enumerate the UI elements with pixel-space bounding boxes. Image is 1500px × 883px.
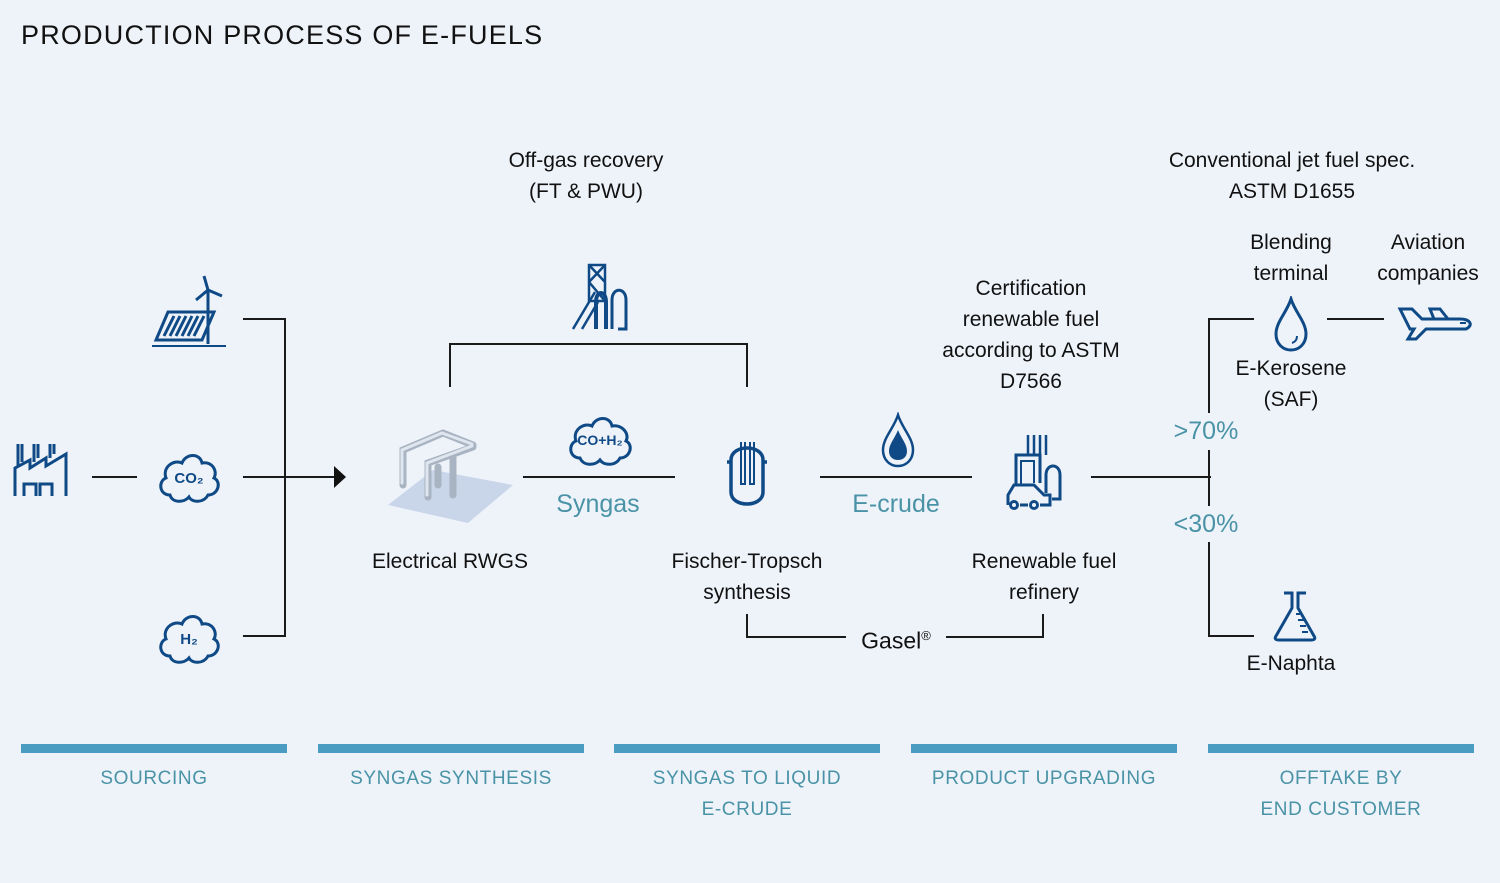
certification-line4: D7566: [1000, 370, 1062, 393]
flask-icon: [1272, 590, 1318, 642]
ft-line1: Fischer-Tropsch: [671, 550, 823, 573]
ft-reactor-icon: [725, 438, 769, 514]
phase-bar-syngas-to-liquid: [614, 744, 880, 753]
split-mid-vertical: [1208, 450, 1210, 506]
certification-line3: according to ASTM: [942, 339, 1120, 362]
connector-blending-aviation: [1327, 318, 1384, 320]
split-low-label: <30%: [1173, 510, 1239, 538]
split-bottom-vertical: [1208, 542, 1210, 637]
offgas-recovery-icon: [570, 262, 630, 332]
certification-line1: Certification: [975, 277, 1087, 300]
syngas-cloud-label: CO+H₂: [577, 432, 623, 448]
phase-bar-offtake: [1208, 744, 1474, 753]
factory-icon: [12, 440, 70, 498]
refinery-line1: Renewable fuel: [971, 550, 1117, 573]
split-bottom-h: [1208, 635, 1254, 637]
phase-label-line2: E-CRUDE: [701, 799, 793, 820]
connector-sourcing-vertical: [284, 318, 286, 637]
connector-co2: [243, 476, 338, 478]
connector-refinery-split: [1091, 476, 1211, 478]
gasel-bracket-left: [746, 614, 748, 638]
phase-bar-product-upgrading: [911, 744, 1177, 753]
h2-cloud-icon: H₂: [156, 610, 222, 666]
refinery-line2: refinery: [1008, 581, 1080, 604]
certification-line2: renewable fuel: [962, 308, 1100, 331]
gasel-bracket-right: [1042, 614, 1044, 638]
ft-label: Fischer-Tropsch synthesis: [627, 546, 867, 608]
gasel-label: Gasel®: [846, 620, 946, 657]
offgas-bracket-left: [449, 343, 451, 387]
phase-bar-syngas-synthesis: [318, 744, 584, 753]
syngas-cloud-icon: CO+H₂: [566, 412, 634, 468]
blending-label: Blending terminal: [1231, 227, 1351, 289]
split-top-vertical: [1208, 318, 1210, 413]
connector-syngas: [523, 476, 675, 478]
offgas-bracket-top: [449, 343, 748, 345]
kerosene-line2: (SAF): [1263, 388, 1319, 411]
phase-label-offtake: OFFTAKE BY END CUSTOMER: [1208, 763, 1474, 825]
gasel-bracket-right-h: [946, 636, 1044, 638]
phase-label-line1: OFFTAKE BY: [1279, 768, 1403, 789]
connector-energy: [243, 318, 286, 320]
phase-label-syngas-to-liquid: SYNGAS TO LIQUID E-CRUDE: [614, 763, 880, 825]
certification-label: Certification renewable fuel according t…: [911, 273, 1151, 397]
phase-label-syngas-synthesis: SYNGAS SYNTHESIS: [318, 763, 584, 794]
gasel-registered-mark: ®: [921, 628, 931, 643]
gasel-bracket-left-h: [746, 636, 846, 638]
refinery-icon: [1004, 433, 1064, 513]
jet-spec-line2: ASTM D1655: [1228, 180, 1356, 203]
aviation-label: Aviation companies: [1358, 227, 1498, 289]
jet-spec-label: Conventional jet fuel spec. ASTM D1655: [1132, 145, 1452, 207]
electrical-rwgs-image: [378, 425, 518, 525]
arrow-head-icon: [334, 466, 346, 488]
offgas-line2: (FT & PWU): [529, 180, 643, 203]
offgas-line1: Off-gas recovery: [508, 149, 664, 172]
ecrude-drop-icon: [880, 412, 916, 468]
page-title: PRODUCTION PROCESS OF E-FUELS: [21, 20, 544, 50]
kerosene-line1: E-Kerosene: [1235, 357, 1347, 380]
phase-label-product-upgrading: PRODUCT UPGRADING: [911, 763, 1177, 794]
co2-label: CO₂: [174, 470, 203, 487]
phase-label-line1: SYNGAS TO LIQUID: [652, 768, 842, 789]
phase-label-line2: END CUSTOMER: [1260, 799, 1422, 820]
blending-line1: Blending: [1250, 231, 1332, 254]
h2-label: H₂: [180, 631, 198, 648]
syngas-label: Syngas: [556, 490, 640, 518]
split-top-h: [1208, 318, 1254, 320]
blending-line2: terminal: [1253, 262, 1329, 285]
gasel-text: Gasel: [861, 627, 922, 654]
co2-cloud-icon: CO₂: [156, 449, 222, 505]
connector-h2: [243, 635, 286, 637]
phase-label-line1: SYNGAS SYNTHESIS: [350, 768, 552, 789]
renewable-energy-icon: [152, 274, 228, 350]
ft-line2: synthesis: [703, 581, 791, 604]
airplane-icon: [1396, 305, 1474, 341]
naphta-label: E-Naphta: [1246, 652, 1336, 675]
refinery-label: Renewable fuel refinery: [924, 546, 1164, 608]
offgas-bracket-right: [746, 343, 748, 387]
phase-label-line1: PRODUCT UPGRADING: [931, 768, 1157, 789]
split-high-label: >70%: [1173, 417, 1239, 445]
jet-spec-line1: Conventional jet fuel spec.: [1168, 149, 1416, 172]
phase-label-line1: SOURCING: [100, 768, 208, 789]
blending-drop-icon: [1273, 296, 1309, 352]
phase-label-sourcing: SOURCING: [21, 763, 287, 794]
aviation-line2: companies: [1377, 262, 1479, 285]
offgas-label: Off-gas recovery (FT & PWU): [436, 145, 736, 207]
phase-bar-sourcing: [21, 744, 287, 753]
connector-factory-co2: [92, 476, 137, 478]
aviation-line1: Aviation: [1390, 231, 1466, 254]
kerosene-label: E-Kerosene (SAF): [1221, 353, 1361, 415]
rwgs-label: Electrical RWGS: [372, 550, 528, 573]
ecrude-label: E-crude: [852, 490, 940, 518]
connector-ecrude: [820, 476, 972, 478]
